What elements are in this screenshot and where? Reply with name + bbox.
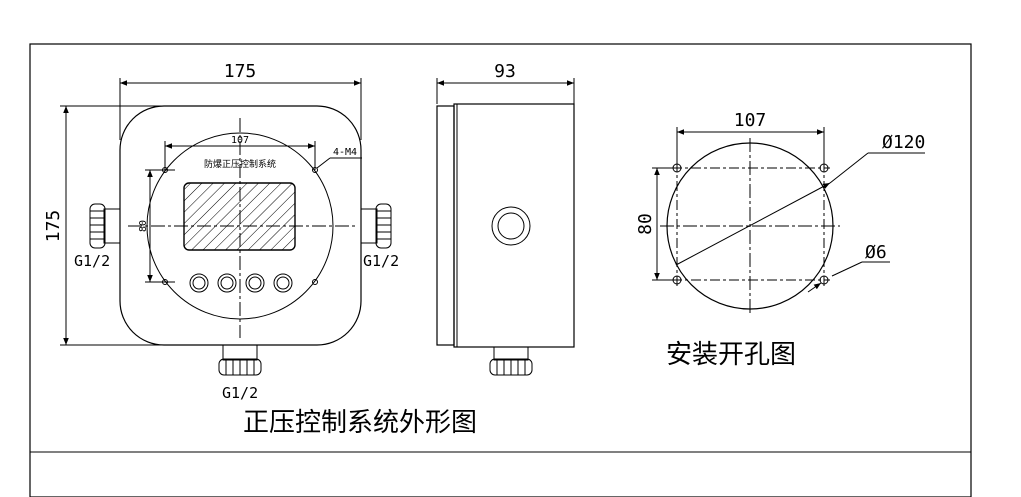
button-row: [189, 273, 293, 293]
panel-title: 防爆正压控制系统: [204, 158, 276, 170]
cutout-circle-dimension: Ø120: [882, 132, 925, 153]
front-view: [60, 78, 392, 376]
left-cable-gland: [89, 203, 121, 249]
front-height-dimension: 175: [43, 210, 64, 243]
hole-spec-label: 4-M4: [333, 147, 357, 158]
bottom-cable-gland: [218, 344, 262, 376]
side-view: [436, 78, 575, 376]
cutout-caption: 安装开孔图: [666, 340, 796, 370]
bottom-gland-label: G1/2: [222, 384, 258, 402]
cutout-hole-dimension: Ø6: [865, 242, 887, 263]
depth-dimension: 93: [494, 61, 516, 82]
right-cable-gland: [360, 203, 392, 249]
front-view-caption: 正压控制系统外形图: [243, 408, 477, 438]
inner-width-dimension: 107: [231, 135, 249, 146]
left-gland-label: G1/2: [74, 252, 110, 270]
drawing-frame: [29, 43, 972, 497]
front-width-dimension: 175: [224, 61, 257, 82]
inner-height-dimension: 80: [138, 220, 149, 232]
cutout-view: [652, 127, 925, 316]
cutout-width-dimension: 107: [734, 110, 767, 131]
cutout-height-dimension: 80: [635, 213, 656, 235]
right-gland-label: G1/2: [363, 252, 399, 270]
